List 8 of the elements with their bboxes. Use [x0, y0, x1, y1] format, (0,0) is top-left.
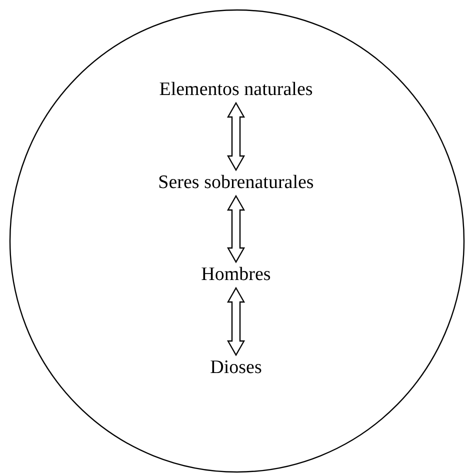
- double-arrow: [226, 194, 246, 264]
- text-label: Dioses: [210, 357, 262, 379]
- circle-outline: [9, 9, 465, 473]
- text-label: Elementos naturales: [159, 79, 313, 101]
- text-label: Seres sobrenaturales: [158, 172, 314, 194]
- double-arrow: [226, 286, 246, 356]
- double-arrow: [226, 102, 246, 172]
- text-label: Hombres: [201, 264, 271, 286]
